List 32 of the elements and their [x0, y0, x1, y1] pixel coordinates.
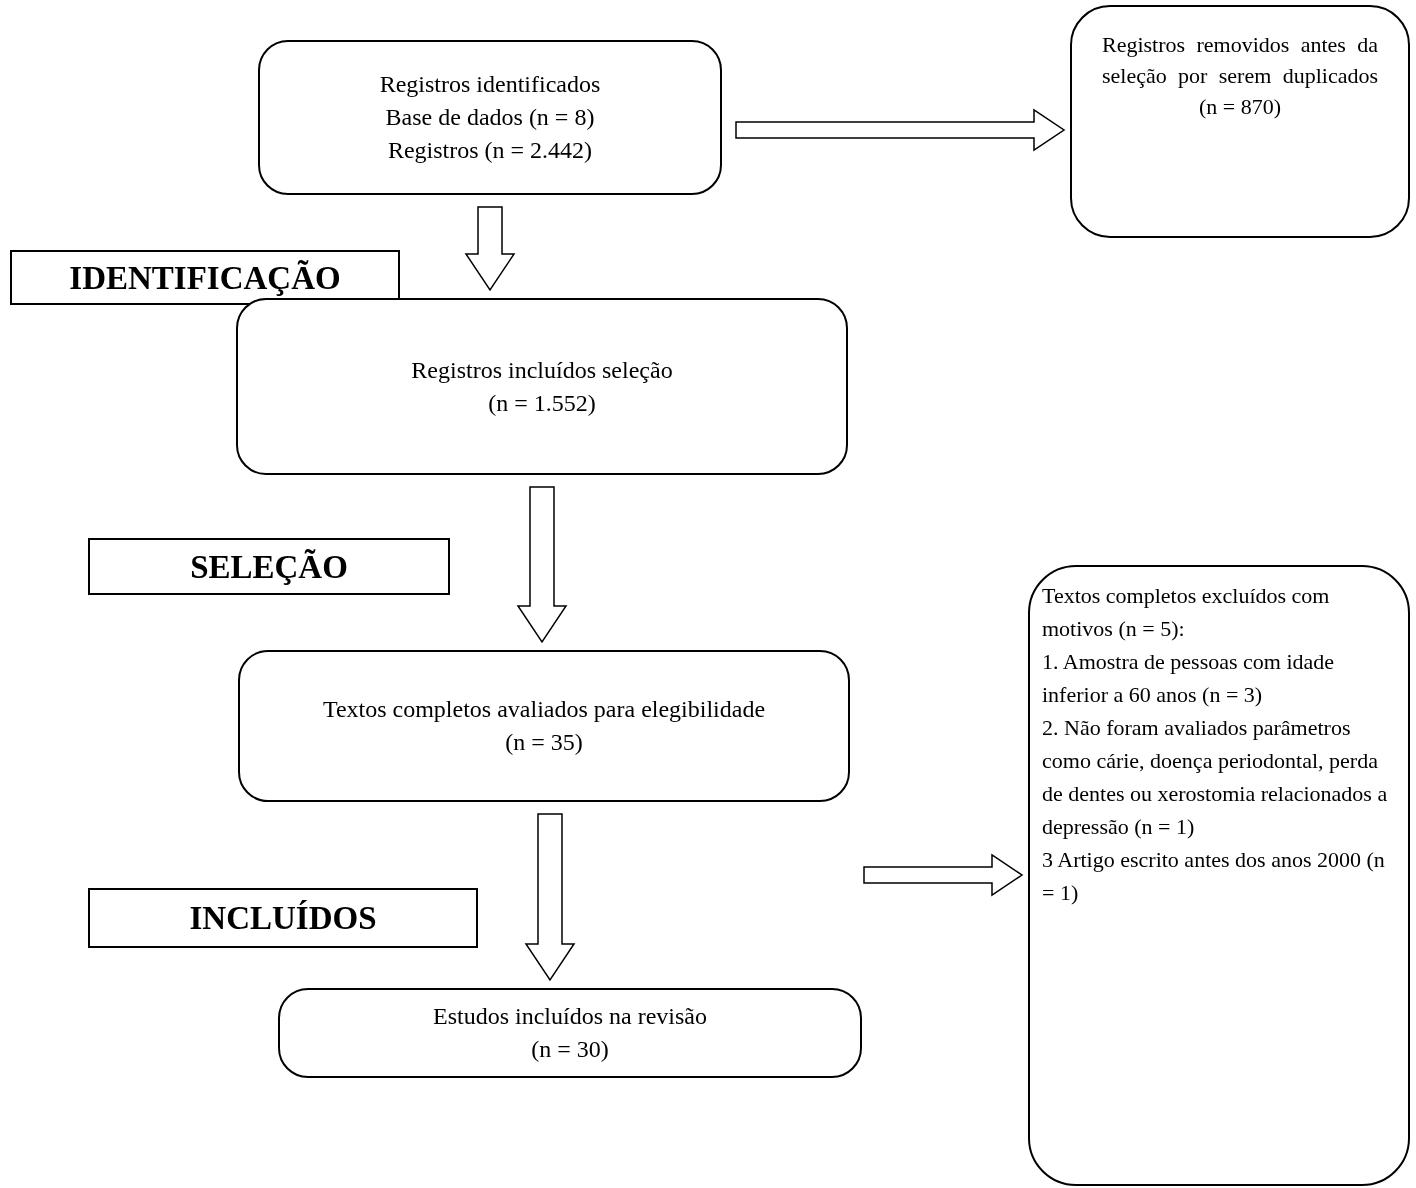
box-text: IDENTIFICAÇÃO: [69, 258, 341, 297]
box-text: Textos completos excluídos com motivos (n = 5):: [1042, 582, 1331, 643]
box-text: Registros incluídos seleção: [411, 355, 673, 385]
process-box: [278, 988, 862, 1078]
box-text: Registros identificados: [379, 70, 601, 99]
phase-label-box: [88, 538, 450, 595]
box-text: INCLUÍDOS: [189, 899, 377, 937]
block-arrow: [863, 853, 1024, 897]
box-text: Base de dados (n = 8): [385, 103, 595, 132]
phase-label-box: [88, 888, 478, 948]
box-text: Registros (n = 2.442): [387, 136, 593, 165]
block-arrow: [516, 486, 568, 644]
box-text: Textos completos avaliados para elegibilidade: [322, 695, 766, 724]
process-box: [1028, 565, 1410, 1186]
box-text: SELEÇÃO: [190, 547, 348, 586]
block-arrow: [524, 813, 576, 982]
process-box: [1070, 5, 1410, 238]
box-text: Estudos incluídos na revisão: [433, 1002, 707, 1031]
box-text: Registros removidos antes da seleção por serem duplicados: [1102, 31, 1378, 90]
box-text: (n = 30): [531, 1035, 609, 1064]
box-text: 3 Artigo escrito antes dos anos 2000 (n = 1): [1042, 846, 1386, 907]
phase-label-box: [10, 250, 400, 305]
block-arrow: [735, 108, 1066, 152]
box-text: 2. Não foram avaliados parâmetros como cárie, doença periodontal, perda de dentes ou xerostomia relacionados a depressão (n = 1): [1042, 714, 1389, 841]
process-box: [258, 40, 722, 195]
box-text: (n = 35): [505, 728, 583, 757]
box-text: 1. Amostra de pessoas com idade inferior a 60 anos (n = 3): [1042, 648, 1336, 709]
process-box: [236, 298, 848, 475]
box-text: (n = 1.552): [488, 388, 596, 418]
box-text: (n = 870): [1197, 93, 1283, 121]
block-arrow: [464, 206, 516, 292]
process-box: [238, 650, 850, 802]
